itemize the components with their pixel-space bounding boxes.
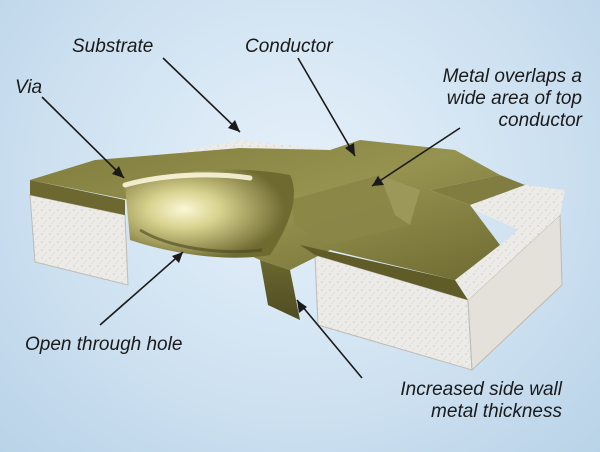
side-wall-arrow xyxy=(296,299,363,379)
substrate-label: Substrate xyxy=(72,36,154,57)
metal-overlap-line-1: Metal overlaps a xyxy=(442,66,582,87)
via-arrowhead xyxy=(112,166,124,178)
side-wall-arrowhead xyxy=(297,300,307,313)
side-wall-line-1: Increased side wall xyxy=(400,379,562,400)
open-hole-label: Open through hole xyxy=(25,334,183,355)
via-label: Via xyxy=(15,77,43,98)
open-hole-arrowhead xyxy=(172,252,183,263)
conductor-arrow xyxy=(297,57,356,157)
side-wall-line-2: metal thickness xyxy=(431,401,562,422)
open-hole-arrow xyxy=(99,251,184,326)
conductor-arrowhead xyxy=(345,143,355,156)
metal-overlap-line-3: conductor xyxy=(498,110,582,131)
via-arrow xyxy=(41,96,125,179)
overlap-arrow xyxy=(371,127,461,187)
overlap-arrowhead xyxy=(372,176,384,186)
metal-overlap-line-2: wide area of top xyxy=(446,88,582,109)
conductor-label: Conductor xyxy=(245,36,333,57)
side-wall-label: Increased side wall metal thickness xyxy=(400,379,562,423)
metal-overlap-label: Metal overlaps a wide area of top conduc… xyxy=(443,66,582,132)
leader-arrows xyxy=(41,57,461,379)
substrate-arrow xyxy=(162,57,241,133)
substrate-arrowhead xyxy=(228,120,240,132)
via-hole xyxy=(122,169,294,258)
